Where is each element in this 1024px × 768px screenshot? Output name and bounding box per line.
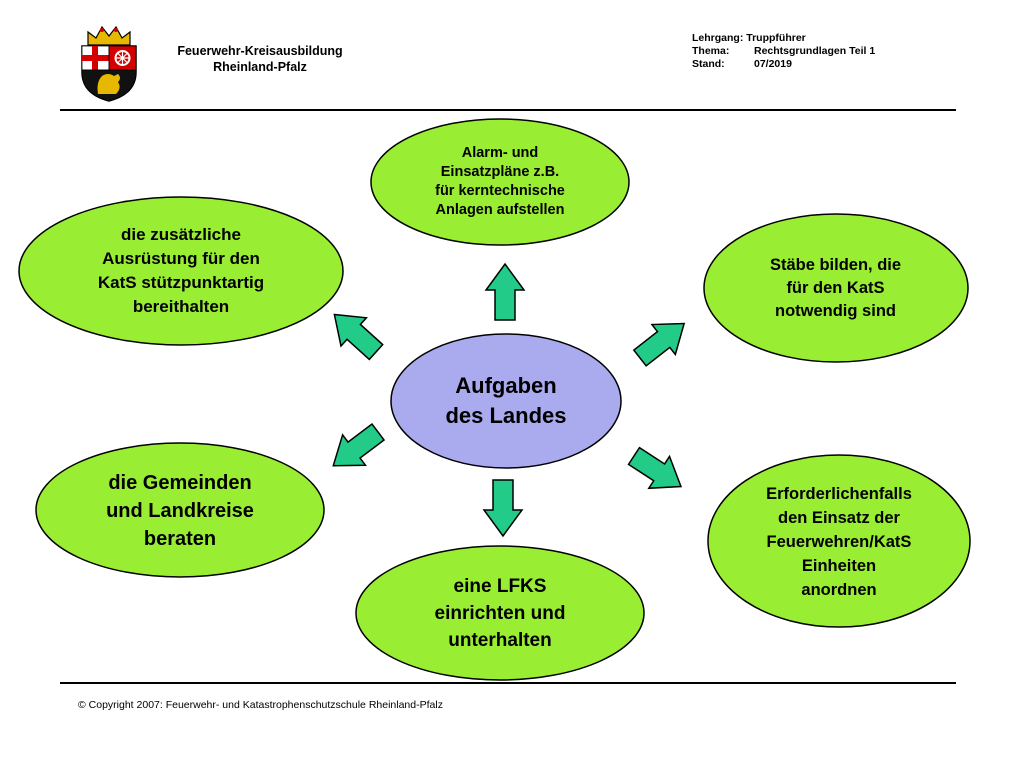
node-top-right-line: notwendig sind bbox=[774, 301, 896, 320]
arrow-up-left bbox=[333, 313, 384, 361]
node-bottom-left-line: und Landkreise bbox=[106, 499, 254, 522]
node-top-left-line: Ausrüstung für den bbox=[102, 249, 260, 268]
center-node-label: Aufgaben des Landes bbox=[390, 333, 622, 469]
node-bottom-line: unterhalten bbox=[448, 629, 552, 651]
node-top-line: für kerntechnische bbox=[435, 183, 565, 199]
course-label: Lehrgang: bbox=[692, 32, 744, 44]
node-top-right-shape bbox=[703, 213, 969, 363]
node-bottom-right-shape bbox=[707, 454, 971, 628]
course-value: Truppführer bbox=[746, 32, 806, 44]
node-top-left-line: die zusätzliche bbox=[121, 225, 241, 244]
course-meta: Lehrgang: Truppführer Thema: Rechtsgrundl… bbox=[692, 32, 875, 71]
center-node-shape bbox=[390, 333, 622, 469]
node-bottom-right-line: Einheiten bbox=[801, 556, 877, 575]
node-bottom-right-line: Erforderlichenfalls bbox=[766, 484, 912, 503]
node-bottom-left-label: die Gemeinden und Landkreise beraten bbox=[35, 443, 325, 578]
node-bottom-shape bbox=[355, 545, 645, 681]
node-top-left-line: KatS stützpunktartig bbox=[97, 273, 265, 292]
node-bottom-line: einrichten und bbox=[434, 602, 566, 624]
node-top-right-line: für den KatS bbox=[786, 278, 885, 297]
node-top-line: Anlagen aufstellen bbox=[435, 202, 565, 218]
center-line-2: des Landes bbox=[445, 403, 567, 428]
arrow-up bbox=[484, 262, 526, 321]
node-top-left-label: die zusätzliche Ausrüstung für den KatS … bbox=[18, 196, 344, 346]
node-bottom-label: eine LFKS einrichten und unterhalten bbox=[355, 545, 645, 681]
organization-name: Feuerwehr-Kreisausbildung Rheinland-Pfal… bbox=[150, 43, 370, 75]
node-bottom-line: eine LFKS bbox=[453, 575, 547, 597]
node-top-shape bbox=[370, 118, 630, 246]
arrow-down-left bbox=[332, 422, 386, 467]
node-top-right-label: Stäbe bilden, die für den KatS notwendig… bbox=[703, 213, 968, 363]
node-top-line: Einsatzpläne z.B. bbox=[440, 164, 560, 180]
copyright-notice: © Copyright 2007: Feuerwehr- und Katastr… bbox=[78, 699, 443, 711]
node-top-label: Alarm- und Einsatzpläne z.B. für kerntec… bbox=[370, 118, 630, 246]
topic-label: Thema: bbox=[692, 45, 730, 57]
center-line-1: Aufgaben bbox=[455, 373, 557, 398]
node-bottom-right-line: anordnen bbox=[801, 580, 877, 599]
node-bottom-left-line: die Gemeinden bbox=[108, 471, 252, 494]
date-value: 07/2019 bbox=[754, 58, 792, 70]
node-top-left-shape bbox=[18, 196, 344, 346]
node-top-line: Alarm- und bbox=[461, 145, 539, 161]
node-bottom-left-line: beraten bbox=[143, 527, 217, 550]
node-top-left-line: bereithalten bbox=[132, 297, 230, 316]
node-top-right-line: Stäbe bilden, die bbox=[769, 255, 902, 274]
org-line-1: Feuerwehr-Kreisausbildung bbox=[177, 44, 343, 58]
header-divider bbox=[60, 109, 956, 111]
coat-of-arms-icon bbox=[81, 25, 137, 102]
date-label: Stand: bbox=[692, 58, 725, 70]
node-bottom-right-line: Feuerwehren/KatS bbox=[766, 532, 912, 551]
topic-value: Rechtsgrundlagen Teil 1 bbox=[754, 45, 876, 57]
footer-divider bbox=[60, 682, 956, 684]
node-bottom-right-label: Erforderlichenfalls den Einsatz der Feue… bbox=[708, 455, 970, 628]
arrow-down-right bbox=[627, 446, 683, 490]
node-bottom-right-line: den Einsatz der bbox=[778, 508, 900, 527]
org-line-2: Rheinland-Pfalz bbox=[213, 60, 307, 74]
node-bottom-left-shape bbox=[35, 442, 325, 578]
arrow-down bbox=[482, 479, 524, 538]
arrow-up-right bbox=[632, 322, 686, 367]
